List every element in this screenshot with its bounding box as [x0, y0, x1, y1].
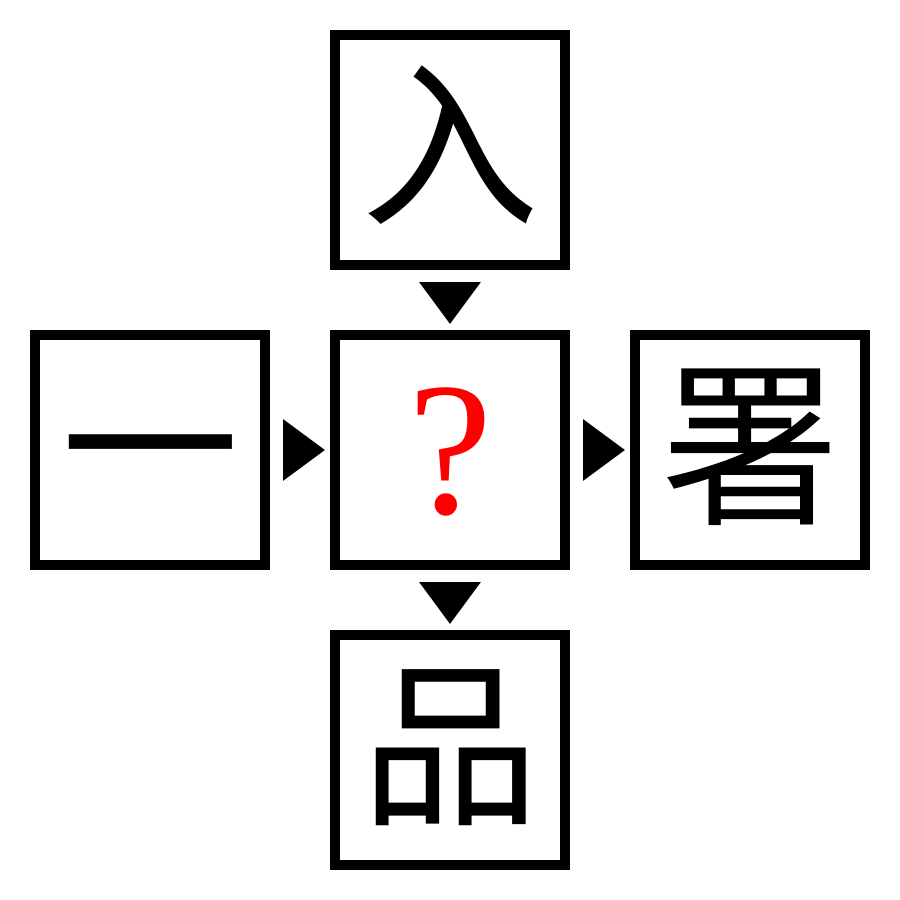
cell-right: 署 — [630, 330, 870, 570]
kanji-left: 一 — [61, 346, 239, 553]
arrow-down-icon — [419, 282, 481, 324]
question-mark: ? — [407, 345, 493, 555]
arrow-down-icon — [419, 582, 481, 624]
cell-center-answer[interactable]: ? — [330, 330, 570, 570]
cell-bottom: 品 — [330, 630, 570, 870]
arrow-right-icon — [583, 419, 625, 481]
cell-left: 一 — [30, 330, 270, 570]
kanji-right: 署 — [661, 346, 839, 553]
kanji-bottom: 品 — [361, 646, 539, 853]
kanji-top: 入 — [361, 46, 539, 253]
arrow-right-icon — [283, 419, 325, 481]
cell-top: 入 — [330, 30, 570, 270]
